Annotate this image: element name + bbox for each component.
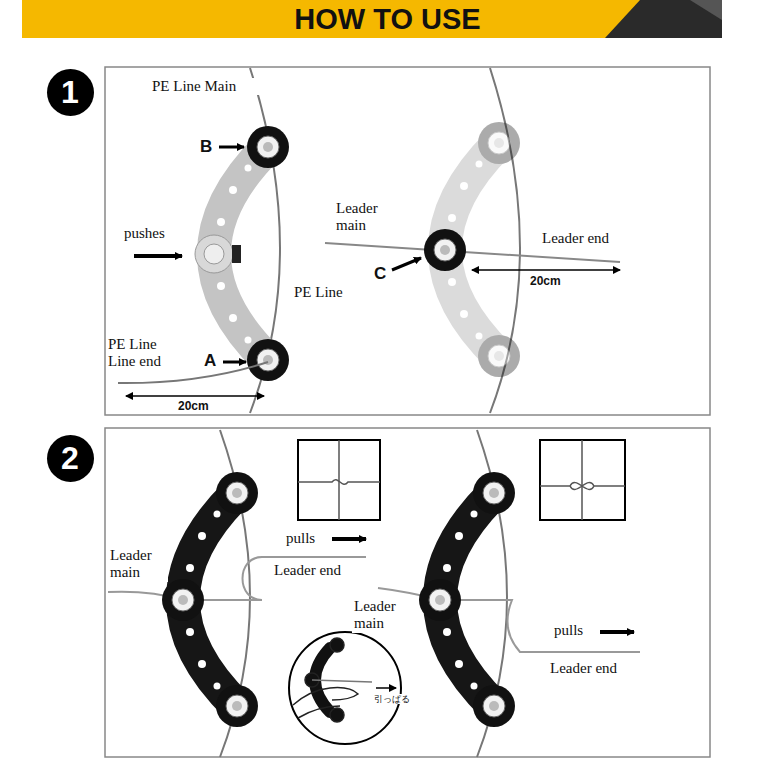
knot-sketch <box>540 440 625 520</box>
knob <box>424 229 466 271</box>
panel-frame <box>105 67 710 415</box>
action-label: pushes <box>122 225 186 242</box>
action-label: 引っぱる <box>372 694 426 704</box>
action-label: pulls <box>552 622 600 639</box>
action-label: pulls <box>284 530 332 547</box>
line-label: PE Line <box>292 284 366 301</box>
line-label: PE Line Main <box>150 78 274 95</box>
leader-line <box>378 588 640 652</box>
line-label: Leader end <box>272 562 376 579</box>
title-corner <box>690 0 722 20</box>
knot-inset <box>540 440 625 520</box>
pointer-arrow <box>219 146 244 149</box>
dimension-line <box>472 269 620 271</box>
knot-sketch <box>298 440 380 520</box>
hand-inset <box>289 632 401 744</box>
knob <box>419 579 461 621</box>
step-number-text: 2 <box>61 440 79 477</box>
line-label: Leader main <box>108 547 168 582</box>
knot-tool <box>195 126 289 381</box>
pointer-arrow <box>392 258 421 270</box>
dimension-line <box>126 395 264 397</box>
step-number-text: 1 <box>61 74 79 111</box>
step-number: 2 <box>47 435 94 482</box>
callout-letter: C <box>374 264 392 284</box>
pull-arrow <box>330 537 366 541</box>
push-arrow <box>134 254 182 258</box>
knot-inset <box>298 440 380 520</box>
page-title: HOW TO USE <box>0 3 775 36</box>
callout-letter: B <box>200 137 218 157</box>
dimension-label: 20cm <box>176 400 230 414</box>
pointer-arrow <box>223 361 246 364</box>
line-label: Leader main <box>334 200 394 235</box>
pull-arrow <box>376 687 396 689</box>
line-label: Leader end <box>540 230 644 247</box>
line-label: Leader main <box>352 598 412 633</box>
title-corner <box>605 0 722 38</box>
line-label: Leader end <box>548 660 652 677</box>
callout-letter: A <box>204 351 222 371</box>
knob <box>162 579 204 621</box>
dimension-label: 20cm <box>528 275 582 289</box>
step-number: 1 <box>47 69 94 116</box>
pull-arrow <box>596 630 634 634</box>
line-label: PE Line Line end <box>106 336 176 371</box>
hand-sketch <box>293 638 372 722</box>
panel-frame <box>105 428 710 757</box>
